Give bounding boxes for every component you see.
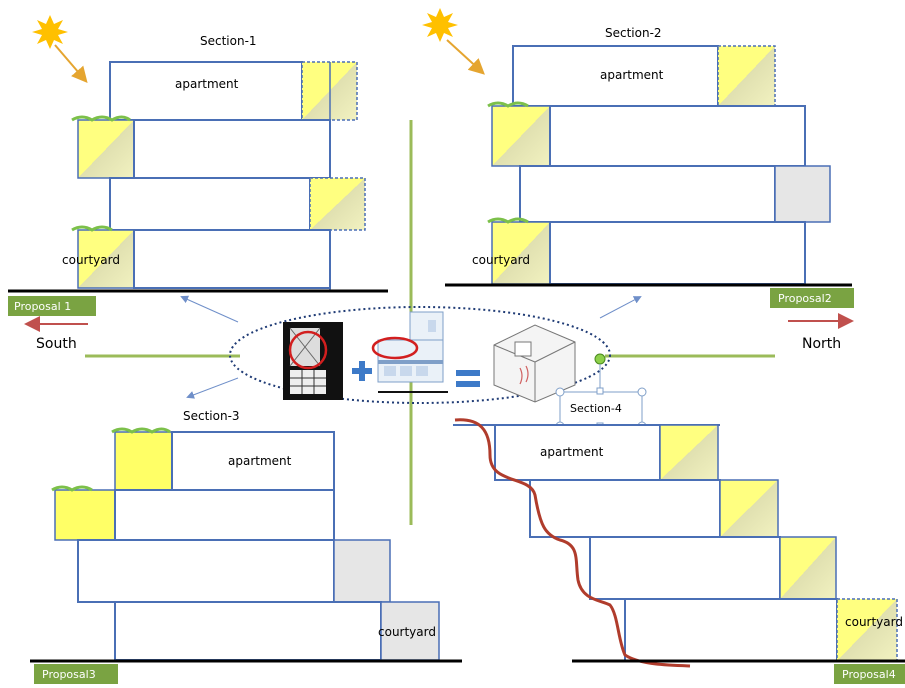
- unit-box: [624, 598, 838, 662]
- garden-terrace: [77, 119, 135, 179]
- greenery: [71, 115, 131, 122]
- unit-box: [549, 105, 806, 167]
- equals-icon: [456, 370, 480, 387]
- proposal-2-tag: [770, 288, 854, 308]
- greenery: [487, 217, 529, 224]
- pointer-arrow: [186, 377, 239, 399]
- greenery: [71, 225, 113, 232]
- unit-box: [114, 489, 335, 541]
- unit-box: [529, 479, 721, 538]
- terrace: [719, 479, 779, 538]
- unit-box: [519, 165, 776, 223]
- section-1: Section-1 apartment courtyard Proposal 1…: [8, 15, 388, 352]
- courtyard-box: [491, 221, 551, 285]
- concept-group: [229, 306, 611, 404]
- concept-ellipse: [229, 306, 611, 404]
- section-2: Section-2 apartment courtyard Proposal2 …: [422, 8, 854, 352]
- courtyard-label: courtyard: [472, 253, 530, 267]
- greenery: [51, 485, 93, 492]
- south-label: South: [36, 336, 77, 352]
- courtyard-label: courtyard: [378, 625, 436, 639]
- sunlight-arrow: [446, 39, 485, 75]
- garden-terrace: [54, 489, 116, 541]
- apartment-box: [109, 61, 303, 121]
- section-4: Section-4 apartment courtyard Proposal4: [453, 364, 905, 684]
- building-icon: [371, 311, 448, 393]
- proposal-1-tag: [8, 296, 96, 316]
- unit-box: [589, 536, 781, 600]
- section-3: Section-3 apartment courtyard Proposal3: [30, 377, 462, 684]
- grey-terrace: [333, 539, 391, 603]
- section-4-selection-box[interactable]: [555, 364, 647, 431]
- section-2-title: Section-2: [605, 26, 662, 40]
- proposal-4-label: Proposal4: [842, 668, 896, 681]
- section-1-title: Section-1: [200, 34, 257, 48]
- unit-box: [77, 539, 335, 603]
- pointer-arrow: [599, 296, 642, 319]
- terrace: [717, 45, 776, 107]
- apartment-label: apartment: [540, 445, 604, 459]
- proposal-1-label: Proposal 1: [14, 300, 71, 313]
- greenery: [487, 101, 529, 108]
- proposal-3-tag: [34, 664, 118, 684]
- terrace: [659, 424, 719, 481]
- pointer-arrow: [180, 295, 239, 323]
- grey-terrace: [774, 165, 831, 223]
- unit-box: [114, 601, 382, 661]
- terrace: [779, 536, 837, 600]
- terrace: [309, 177, 366, 231]
- plus-icon: [352, 361, 372, 381]
- terrain-line: [454, 418, 691, 668]
- sunlight-arrow: [54, 44, 88, 84]
- plan-icon: [283, 322, 343, 400]
- garden-terrace: [491, 105, 551, 167]
- sun-icon: [32, 15, 68, 49]
- cube-icon: [493, 324, 576, 403]
- north-label: North: [802, 336, 841, 352]
- unit-box: [549, 221, 806, 285]
- courtyard-label: courtyard: [62, 253, 120, 267]
- proposal-4-tag: [834, 664, 905, 684]
- section-4-title: Section-4: [570, 402, 622, 415]
- courtyard-label: courtyard: [845, 615, 903, 629]
- apartment-label: apartment: [175, 77, 239, 91]
- unit-box: [109, 177, 311, 231]
- section-3-title: Section-3: [183, 409, 240, 423]
- apartment-label: apartment: [228, 454, 292, 468]
- sun-icon: [422, 8, 458, 42]
- selection-handle[interactable]: [594, 353, 606, 365]
- greenery: [111, 427, 171, 434]
- unit-box: [133, 119, 331, 179]
- proposal-2-label: Proposal2: [778, 292, 832, 305]
- unit-box: [133, 229, 331, 289]
- proposal-3-label: Proposal3: [42, 668, 96, 681]
- garden-terrace: [114, 431, 173, 491]
- apartment-label: apartment: [600, 68, 664, 82]
- courtyard-box: [836, 598, 898, 662]
